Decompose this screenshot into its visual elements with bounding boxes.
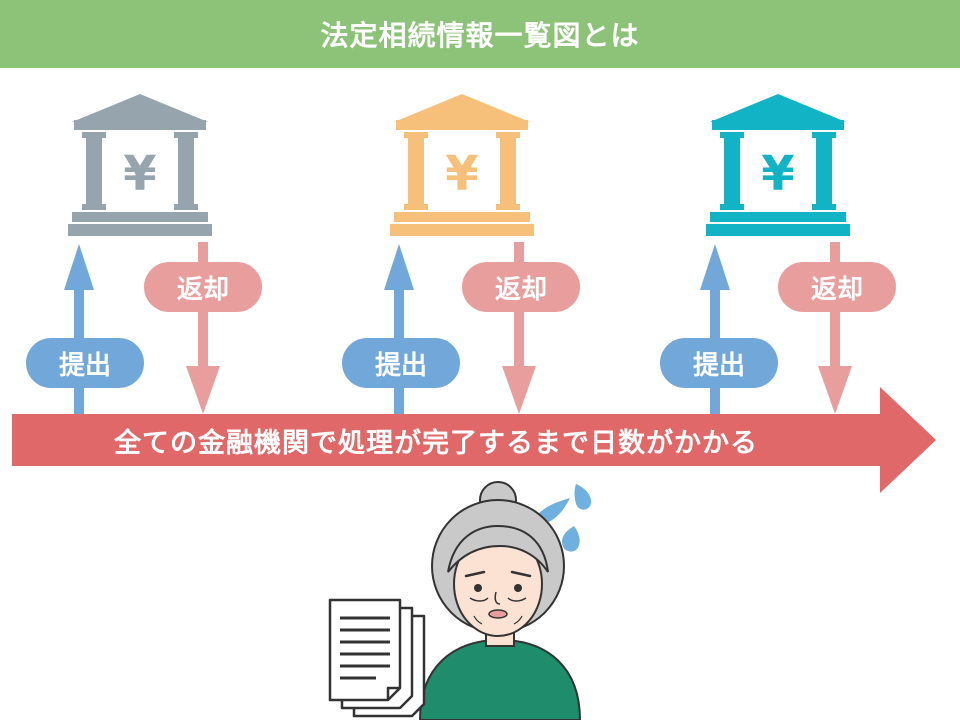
bank-icon-gray: ¥: [68, 94, 212, 236]
submit-label: 提出: [26, 338, 144, 388]
return-label: 返却: [144, 262, 262, 312]
return-label: 返却: [778, 262, 896, 312]
bank-icon-orange: ¥: [390, 94, 534, 236]
elderly-woman-icon: [418, 481, 582, 720]
return-label: 返却: [462, 262, 580, 312]
page-title: 法定相続情報一覧図とは: [320, 19, 640, 52]
yen-symbol: ¥: [123, 146, 156, 202]
timeline-arrow: [12, 387, 936, 493]
submit-label: 提出: [342, 338, 460, 388]
submit-label: 提出: [660, 338, 778, 388]
documents-stack-icon: [328, 598, 426, 718]
timeline-label: 全ての金融機関で処理が完了するまで日数がかかる: [114, 427, 758, 459]
yen-symbol: ¥: [445, 146, 478, 202]
yen-symbol: ¥: [761, 146, 794, 202]
header-bar: 法定相続情報一覧図とは: [0, 0, 960, 68]
bank-icon-teal: ¥: [706, 94, 850, 236]
